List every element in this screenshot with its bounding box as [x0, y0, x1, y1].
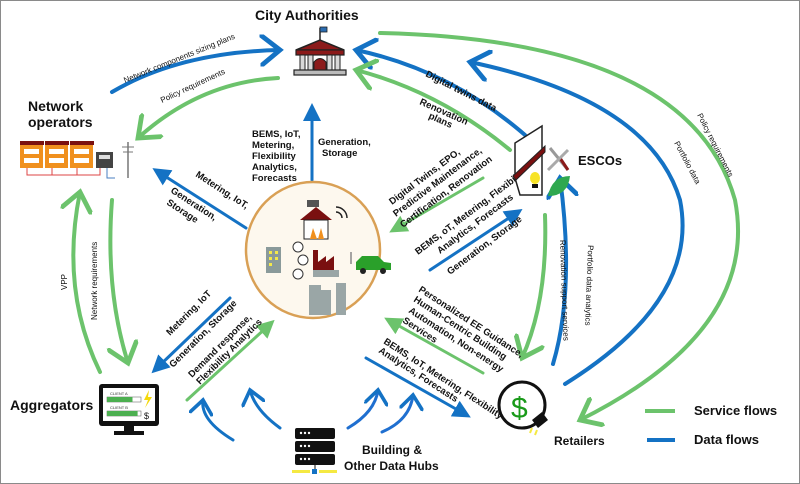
- network-operators-label-1: Network: [28, 98, 83, 114]
- legend-data-label: Data flows: [694, 432, 759, 447]
- client-a-progress-bar: [107, 397, 133, 402]
- central-building-hub: [244, 180, 391, 320]
- flow-esco-services: [389, 176, 485, 233]
- dollar-icon: $: [144, 411, 149, 421]
- aggregators-label: Aggregators: [10, 397, 93, 413]
- svg-text:Analytics,: Analytics,: [252, 162, 297, 173]
- flow-net-meter: [152, 168, 248, 230]
- escos-label: ESCOs: [578, 153, 622, 168]
- legend: Service flows Data flows: [645, 403, 777, 447]
- svg-text:Storage: Storage: [322, 148, 357, 159]
- svg-text:Forecasts: Forecasts: [252, 173, 297, 184]
- label-net-req: Network requirements: [90, 242, 99, 320]
- flow-ret-data: [364, 356, 471, 418]
- office-building-icon: [266, 247, 281, 273]
- data-hubs-label-1: Building &: [362, 443, 422, 457]
- label-vpp: VPP: [60, 274, 69, 290]
- flow-policy-ret: [378, 31, 741, 420]
- occupant-icon: [297, 254, 309, 266]
- flow-agg-meter: [151, 296, 232, 374]
- label-portfolio: Portfolio data: [672, 140, 702, 186]
- label-portfolio-analytics: Portfolio data analytics: [583, 245, 595, 326]
- client-b-progress-bar: [107, 411, 138, 416]
- svg-text:CLIENT A: CLIENT A: [110, 391, 128, 396]
- leaf-icon: [548, 176, 570, 196]
- flow-esco-reno: [356, 70, 512, 152]
- svg-text:Generation,: Generation,: [318, 137, 371, 148]
- occupant-icon: [292, 268, 304, 280]
- flow-reno-support: [522, 213, 548, 358]
- svg-text:CLIENT B: CLIENT B: [110, 405, 128, 410]
- flow-net-policy: [138, 76, 280, 138]
- wifi-icon: [335, 206, 348, 219]
- flow-hub-arrow-1: [203, 400, 235, 442]
- solar-panel-icon: [307, 200, 319, 207]
- tools-icon: [546, 147, 570, 172]
- electric-car-icon: [356, 256, 391, 270]
- retailers-label: Retailers: [554, 434, 605, 448]
- svg-text:Flexibility: Flexibility: [252, 151, 297, 162]
- lightning-icon: [144, 390, 152, 408]
- data-hubs-label-2: Other Data Hubs: [344, 459, 439, 473]
- flow-hub-arrow-2: [250, 390, 282, 430]
- flow-vpp: [73, 192, 102, 374]
- flow-esco-dt: [356, 50, 527, 137]
- flow-hub-arrow-4: [380, 395, 413, 434]
- city-buildings-icon: [309, 283, 346, 315]
- label-agg-dr: Demand response, Flexibility Analytics: [186, 312, 264, 387]
- label-reno-support: Renovation support services: [558, 240, 571, 341]
- flow-ret-services: [384, 317, 485, 375]
- flow-net-req: [110, 198, 128, 363]
- label-city-bems: BEMS, IoT, Metering, Flexibility Analyti…: [252, 129, 301, 184]
- flow-esco-data: [428, 209, 523, 272]
- flow-portfolio-analytics: [553, 178, 566, 366]
- flow-agg-dr: [185, 319, 275, 402]
- flow-net-sizing: [110, 50, 280, 94]
- server-rack-icon: [292, 428, 337, 474]
- smart-home-icon: [300, 207, 332, 220]
- flow-hub-arrow-3: [346, 390, 378, 430]
- svg-text:Metering,: Metering,: [252, 140, 294, 151]
- city-hall-icon: [293, 26, 347, 76]
- label-city-gen: Generation, Storage: [318, 137, 371, 159]
- label-esco-reno: Renovation plans: [418, 97, 470, 131]
- occupant-icon: [292, 241, 304, 253]
- label-policy-ret: Policy requirements: [695, 112, 735, 179]
- esco-house-icon: [512, 124, 546, 196]
- retailer-plug-icon: $: [497, 380, 548, 436]
- city-authorities-label: City Authorities: [255, 7, 359, 23]
- svg-text:BEMS, IoT,: BEMS, IoT,: [252, 129, 301, 140]
- aggregator-monitor-icon: CLIENT A CLIENT B $: [99, 384, 159, 435]
- flow-portfolio: [470, 62, 685, 386]
- legend-service-label: Service flows: [694, 403, 777, 418]
- houses-grid-icon: [20, 141, 134, 179]
- dollar-sign-icon: $: [511, 392, 528, 425]
- network-operators-label-2: operators: [28, 114, 93, 130]
